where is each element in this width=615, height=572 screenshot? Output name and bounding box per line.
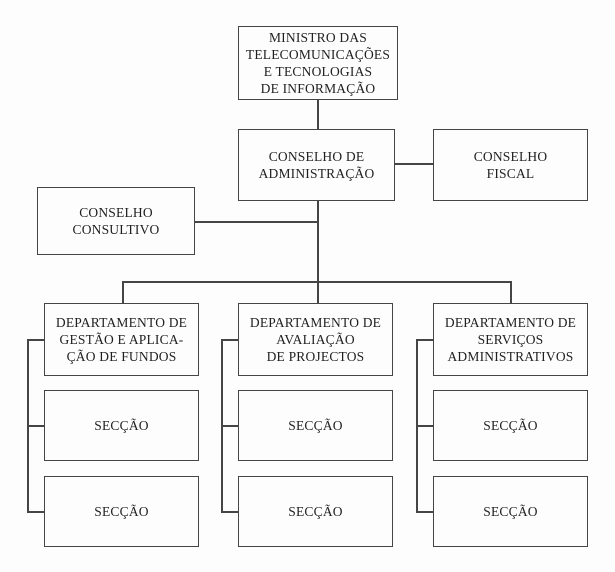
connector-dept2-stub	[221, 339, 238, 341]
node-ministro: MINISTRO DAS TELECOMUNICAÇÕES E TECNOLOG…	[238, 26, 398, 100]
connector-dept3-stub	[416, 339, 433, 341]
node-departamento-fundos: DEPARTAMENTO DE GESTÃO E APLICA- ÇÃO DE …	[44, 303, 199, 376]
node-conselho-fiscal: CONSELHO FISCAL	[433, 129, 588, 201]
node-departamento-servicos: DEPARTAMENTO DE SERVIÇOS ADMINISTRATIVOS	[433, 303, 588, 376]
connector-drop-dept-1	[122, 281, 124, 303]
connector-dept2-section2-stub	[221, 511, 238, 513]
node-seccao-servicos-2: SECÇÃO	[433, 476, 588, 547]
connector-dept1-stub	[27, 339, 44, 341]
node-conselho-consultivo: CONSELHO CONSULTIVO	[37, 187, 195, 255]
node-seccao-projectos-2: SECÇÃO	[238, 476, 393, 547]
connector-board-to-fiscal	[394, 163, 433, 165]
connector-consultivo-to-trunk	[195, 221, 318, 223]
node-seccao-fundos-1: SECÇÃO	[44, 390, 199, 461]
connector-root-to-board	[317, 100, 319, 129]
node-seccao-fundos-2: SECÇÃO	[44, 476, 199, 547]
connector-dept2-section1-stub	[221, 425, 238, 427]
node-conselho-administracao: CONSELHO DE ADMINISTRAÇÃO	[238, 129, 395, 201]
node-seccao-projectos-1: SECÇÃO	[238, 390, 393, 461]
connector-drop-dept-3	[510, 281, 512, 303]
connector-distribution-line	[122, 281, 511, 283]
node-departamento-projectos: DEPARTAMENTO DE AVALIAÇÃO DE PROJECTOS	[238, 303, 393, 376]
connector-dept3-section1-stub	[416, 425, 433, 427]
node-seccao-servicos-1: SECÇÃO	[433, 390, 588, 461]
connector-dept1-section1-stub	[27, 425, 44, 427]
connector-dept1-section2-stub	[27, 511, 44, 513]
connector-dept3-section2-stub	[416, 511, 433, 513]
connector-board-trunk	[317, 201, 319, 303]
